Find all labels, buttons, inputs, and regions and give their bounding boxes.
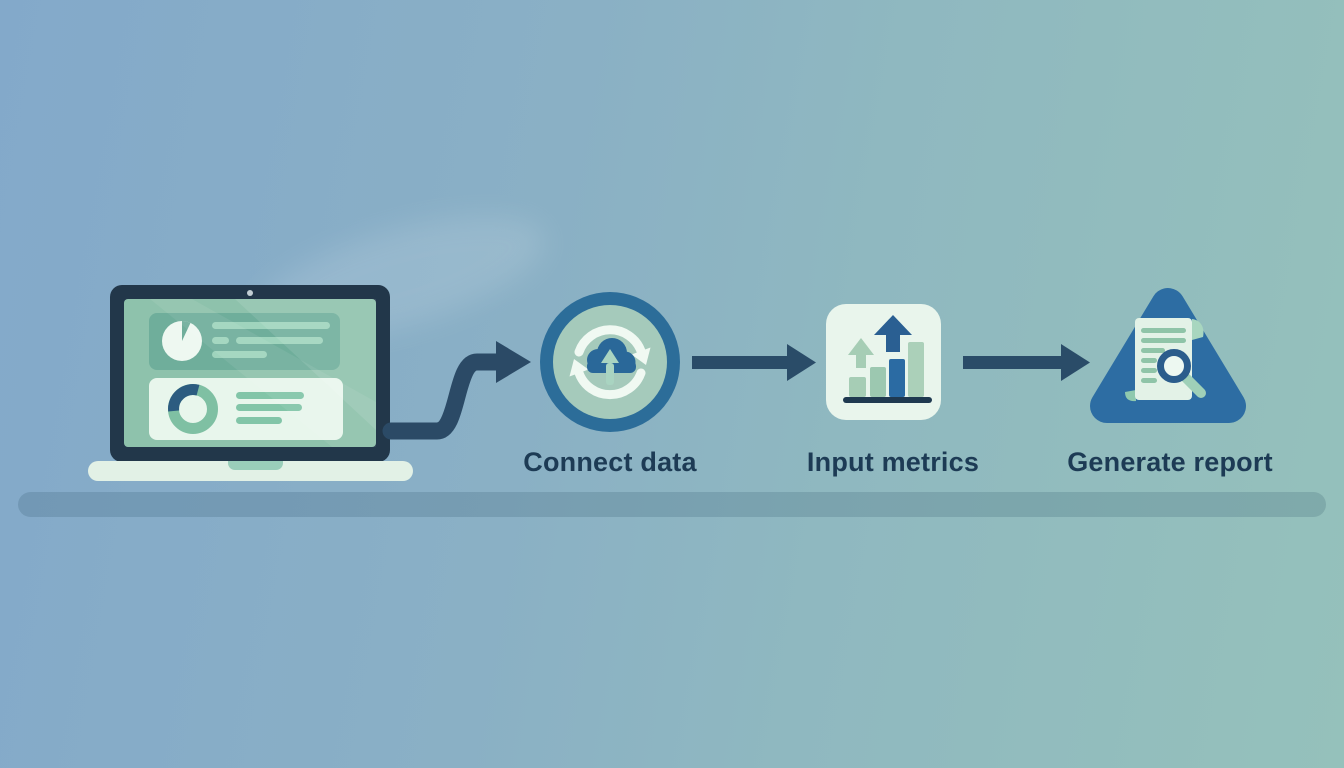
laptop-base-notch bbox=[228, 461, 283, 470]
cloud-sync-icon bbox=[540, 292, 680, 432]
laptop-to-step1-arrow bbox=[382, 341, 531, 440]
dashboard-card-top bbox=[149, 313, 340, 370]
laptop-base bbox=[88, 461, 413, 481]
chart-baseline bbox=[843, 397, 932, 403]
growth-arrow-small bbox=[848, 338, 874, 368]
step3-label: Generate report bbox=[1067, 447, 1273, 477]
pie-chart-notch bbox=[182, 321, 191, 341]
screen-shine bbox=[235, 299, 376, 430]
laptop-camera-dot bbox=[247, 290, 253, 296]
screen-shine-band bbox=[150, 299, 376, 447]
bar-chart-growth-icon bbox=[826, 304, 941, 420]
step1-to-step2-arrow bbox=[692, 344, 816, 381]
upload-arrow bbox=[601, 349, 619, 385]
magnifier-glass bbox=[1157, 349, 1206, 398]
step2-to-step3-arrow bbox=[963, 344, 1090, 381]
floor-shelf bbox=[18, 492, 1326, 517]
dashboard-card-bottom bbox=[149, 378, 343, 440]
laptop-dashboard-icon bbox=[88, 285, 413, 481]
growth-arrow-large bbox=[874, 315, 912, 352]
document-magnifier-icon bbox=[1090, 288, 1246, 423]
step2-label: Input metrics bbox=[806, 447, 980, 477]
step1-label: Connect data bbox=[523, 447, 697, 477]
donut-chart-blue-segment bbox=[168, 384, 200, 412]
